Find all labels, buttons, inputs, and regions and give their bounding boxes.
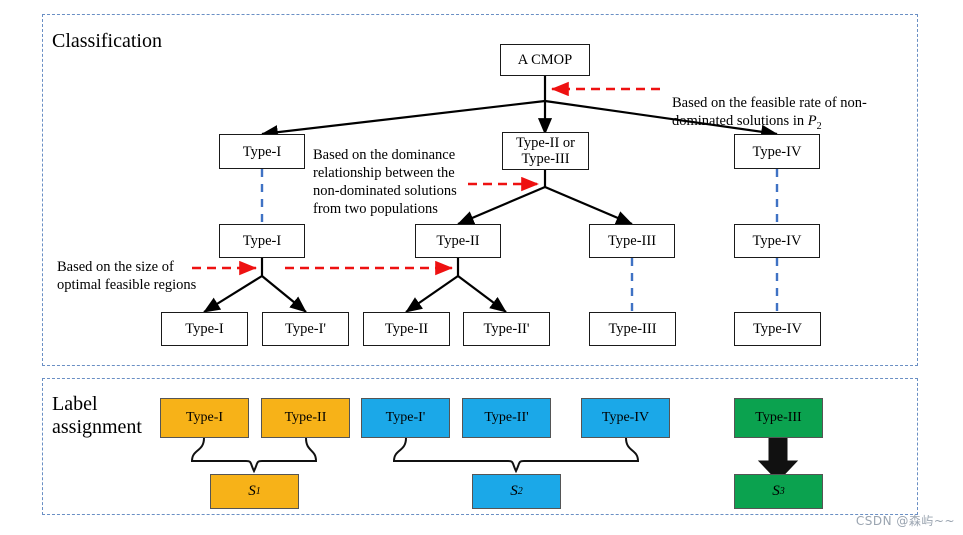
group-box-s3-label: S [772,483,780,499]
annotation-dominance-relationship: Based on the dominance relationship betw… [313,147,457,217]
classification-panel [42,14,918,366]
node-level4-type-2[interactable]: Type-II [363,312,450,346]
label-box-type-1-prime[interactable]: Type-I' [361,398,450,438]
node-level4-type-1-prime[interactable]: Type-I' [262,312,349,346]
node-level2-type-1[interactable]: Type-I [219,134,305,169]
node-level3-type-4[interactable]: Type-IV [734,224,820,258]
node-level4-type-1[interactable]: Type-I [161,312,248,346]
label-assignment-panel [42,378,918,515]
label-box-type-3[interactable]: Type-III [734,398,823,438]
annotation-feasible-rate-math: P [807,113,817,129]
node-level2-type-4[interactable]: Type-IV [734,134,820,169]
node-level4-type-3[interactable]: Type-III [589,312,676,346]
node-level4-type-2-prime[interactable]: Type-II' [463,312,550,346]
annotation-feasible-rate-sub: 2 [816,120,822,132]
watermark: CSDN @森屿~~ [855,514,955,528]
node-level4-type-4[interactable]: Type-IV [734,312,821,346]
classification-panel-title: Classification [52,30,162,52]
label-box-type-2-prime[interactable]: Type-II' [462,398,551,438]
label-assignment-panel-title: Label assignment [52,393,142,438]
group-box-s3-sub: 3 [779,486,785,497]
node-level2-type-2-or-3[interactable]: Type-II or Type-III [502,132,589,170]
node-level3-type-1[interactable]: Type-I [219,224,305,258]
group-box-s1-label: S [248,483,256,499]
label-box-type-1[interactable]: Type-I [160,398,249,438]
node-root-a-cmop[interactable]: A CMOP [500,44,590,76]
group-box-s2-sub: 2 [517,486,523,497]
label-box-type-4[interactable]: Type-IV [581,398,670,438]
annotation-feasible-rate: Based on the feasible rate of non- domin… [672,76,912,136]
label-box-type-2[interactable]: Type-II [261,398,350,438]
group-box-s1-sub: 1 [255,486,261,497]
node-level3-type-3[interactable]: Type-III [589,224,675,258]
annotation-optimal-feasible-regions: Based on the size of optimal feasible re… [57,259,197,293]
annotation-feasible-rate-text: Based on the feasible rate of non- domin… [672,95,867,129]
node-level3-type-2[interactable]: Type-II [415,224,501,258]
group-box-s2-label: S [510,483,518,499]
